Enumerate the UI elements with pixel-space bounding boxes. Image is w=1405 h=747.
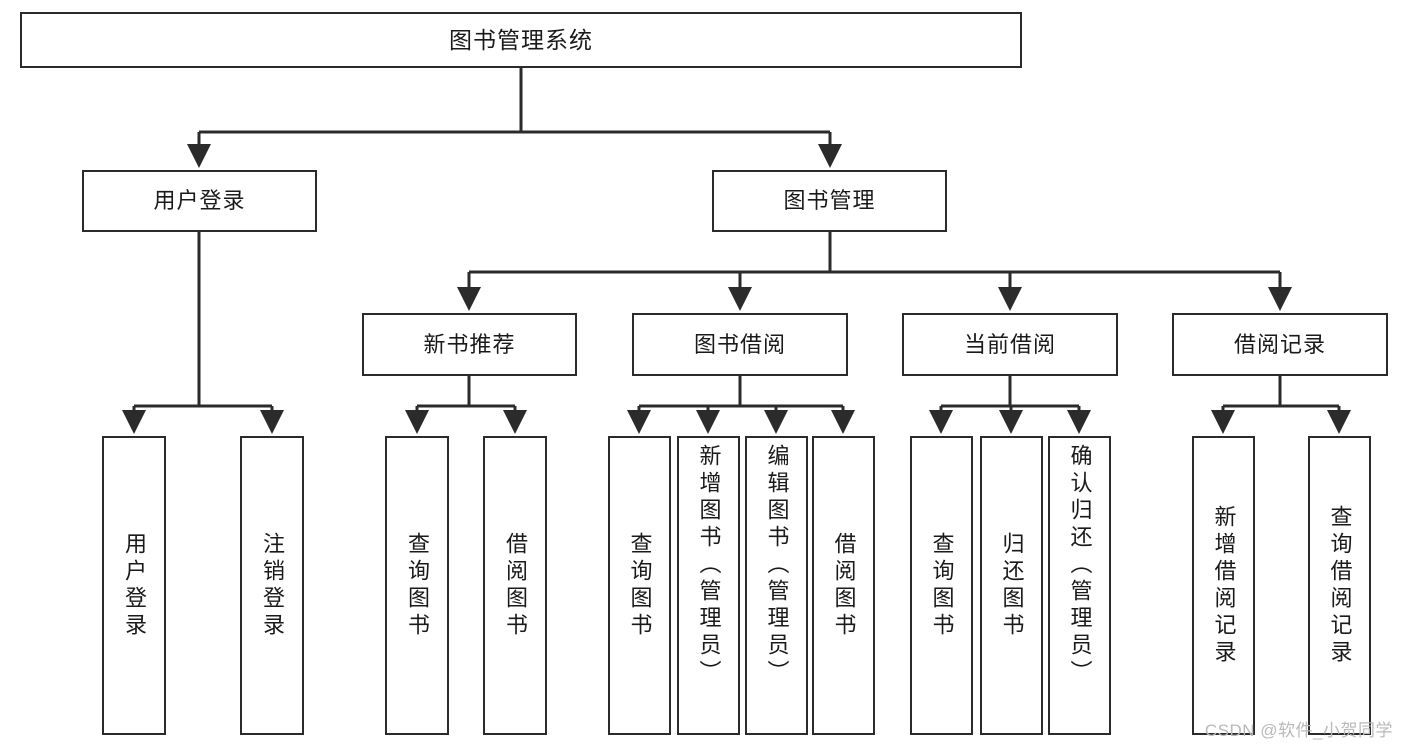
node-leaf-confirm-return-admin[interactable]: 确认归还（管理员） [1048,436,1111,735]
node-label: 借阅图书 [503,531,528,640]
node-label: 新书推荐 [423,331,516,357]
node-leaf-add-book-admin[interactable]: 新增图书（管理员） [677,436,740,735]
node-user-login[interactable]: 用户登录 [82,170,317,232]
node-label: 当前借阅 [963,331,1056,357]
node-leaf-user-login[interactable]: 用户登录 [102,436,166,735]
node-current-borrow[interactable]: 当前借阅 [902,313,1118,376]
node-book-borrow[interactable]: 图书借阅 [632,313,848,376]
csdn-watermark: CSDN @软件_小贺同学 [1204,721,1393,740]
node-label: 新增借阅记录 [1211,504,1237,667]
node-leaf-return-book[interactable]: 归还图书 [980,436,1043,735]
node-label: 查询图书 [627,531,653,640]
node-book-management[interactable]: 图书管理 [712,170,947,232]
node-label: 确认归还（管理员） [1067,444,1093,687]
node-label: 用户登录 [122,531,147,640]
node-label: 查询借阅记录 [1327,504,1353,667]
node-leaf-logout[interactable]: 注销登录 [240,436,304,735]
node-label: 图书管理系统 [449,26,593,53]
node-leaf-borrow-book[interactable]: 借阅图书 [812,436,875,735]
node-leaf-query-book-current[interactable]: 查询图书 [910,436,973,735]
node-label: 用户登录 [153,188,246,214]
node-leaf-edit-book-admin[interactable]: 编辑图书（管理员） [745,436,808,735]
node-label: 注销登录 [260,531,285,640]
node-label: 借阅记录 [1233,331,1326,357]
node-leaf-query-book-recommend[interactable]: 查询图书 [385,436,449,735]
node-borrow-record[interactable]: 借阅记录 [1172,313,1388,376]
node-label: 借阅图书 [831,531,857,640]
node-label: 图书借阅 [693,331,786,357]
node-leaf-add-borrow-record[interactable]: 新增借阅记录 [1192,436,1255,735]
node-label: 图书管理 [783,188,876,214]
node-leaf-borrow-book-recommend[interactable]: 借阅图书 [483,436,547,735]
node-label: 新增图书（管理员） [696,444,722,687]
node-label: 归还图书 [999,531,1025,640]
node-label: 查询图书 [405,531,430,640]
node-label: 编辑图书（管理员） [764,444,790,687]
node-label: 查询图书 [929,531,955,640]
node-new-book-recommend[interactable]: 新书推荐 [362,313,577,376]
node-leaf-query-borrow-record[interactable]: 查询借阅记录 [1308,436,1371,735]
node-root-library-system[interactable]: 图书管理系统 [20,12,1022,68]
node-leaf-query-book[interactable]: 查询图书 [608,436,671,735]
